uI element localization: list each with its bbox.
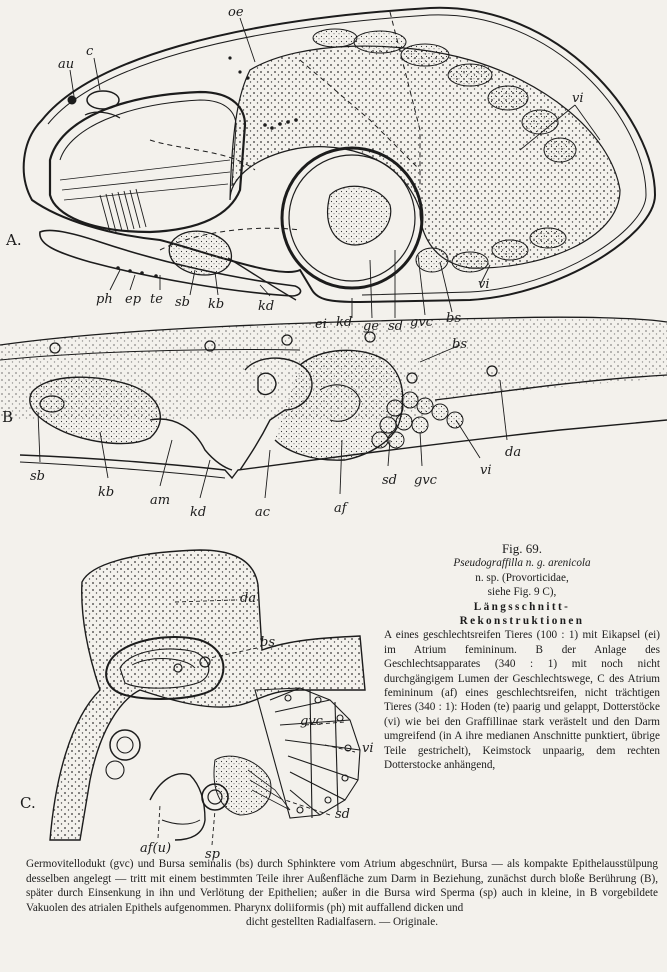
panel-letter-c: C.: [20, 794, 36, 812]
label-b-vi: vi: [480, 463, 492, 478]
label-b-kb: kb: [98, 485, 114, 500]
label-a-c: c: [86, 44, 94, 59]
caption-species-line1: Pseudograffilla n. g. arenicola: [453, 557, 591, 570]
panel-c-drawing: [49, 549, 366, 846]
label-c-sp: sp: [205, 847, 221, 862]
label-c-bs: bs: [260, 635, 275, 650]
caption-fig-number: Fig. 69.: [501, 541, 543, 556]
label-b-sb: sb: [30, 469, 45, 484]
label-a-kd: kd: [258, 299, 274, 314]
label-b-bs: bs: [452, 337, 467, 352]
label-a-te: te: [150, 292, 163, 307]
label-a-sb: sb: [175, 295, 190, 310]
labels-panel-a: A. oe au c vi vi ph ep te sb kb kd ei kd…: [5, 5, 584, 334]
labels-panel-c: C. da bs gvc vi sd af(u) sp: [20, 591, 374, 862]
label-a-ge: ge: [363, 319, 379, 334]
caption-last-line: dicht gestellten Radialfasern. — Origina…: [246, 916, 438, 929]
label-c-gvc: gvc: [300, 714, 324, 729]
label-a-gvc: gvc: [410, 315, 434, 330]
label-b-kd: kd: [190, 505, 206, 520]
label-a-vi-bottom: vi: [478, 277, 490, 292]
label-b-gvc: gvc: [414, 473, 438, 488]
label-b-af: af: [334, 501, 349, 516]
label-a-oe: oe: [228, 5, 244, 20]
panel-letter-a: A.: [5, 231, 22, 249]
label-b-da: da: [505, 445, 521, 460]
label-c-vi: vi: [362, 741, 374, 756]
label-a-ep: ep: [125, 292, 142, 307]
label-a-kd2: kd: [336, 315, 352, 330]
panel-b-drawing: [0, 316, 667, 499]
label-a-bs: bs: [446, 311, 461, 326]
caption-heading-line1: Längsschnitt-: [473, 600, 571, 613]
label-a-au: au: [58, 57, 74, 72]
caption-species-line2: n. sp. (Provorticidae,: [475, 571, 569, 584]
label-a-vi-top: vi: [572, 91, 584, 106]
label-a-kb: kb: [208, 297, 224, 312]
panel-a-drawing: [22, 6, 657, 319]
label-c-da: da: [240, 591, 256, 606]
label-a-ei: ei: [315, 317, 327, 332]
caption-heading-line2: Rekonstruktionen: [459, 615, 585, 628]
label-c-sd: sd: [335, 807, 350, 822]
caption-continuation: Germovitellodukt (gvc) und Bursa seminal…: [26, 857, 658, 930]
label-b-sd: sd: [382, 473, 397, 488]
caption-continuation-paragraph: Germovitellodukt (gvc) und Bursa seminal…: [26, 858, 658, 914]
label-b-ac: ac: [255, 505, 271, 520]
caption-species-line3: siehe Fig. 9 C),: [487, 586, 557, 599]
panel-letter-b: B: [2, 408, 13, 426]
caption-description: A eines geschlechtsreifen Tieres (100 : …: [384, 629, 660, 772]
label-a-sd: sd: [388, 319, 403, 334]
labels-panel-b: B bs sb kb am kd ac af sd gvc vi da: [2, 337, 521, 520]
label-a-ph: ph: [96, 292, 113, 307]
figure-caption: Fig. 69. Pseudograffilla n. g. arenicola…: [384, 541, 660, 773]
label-c-af-u: af(u): [140, 841, 171, 856]
label-b-am: am: [150, 493, 170, 508]
